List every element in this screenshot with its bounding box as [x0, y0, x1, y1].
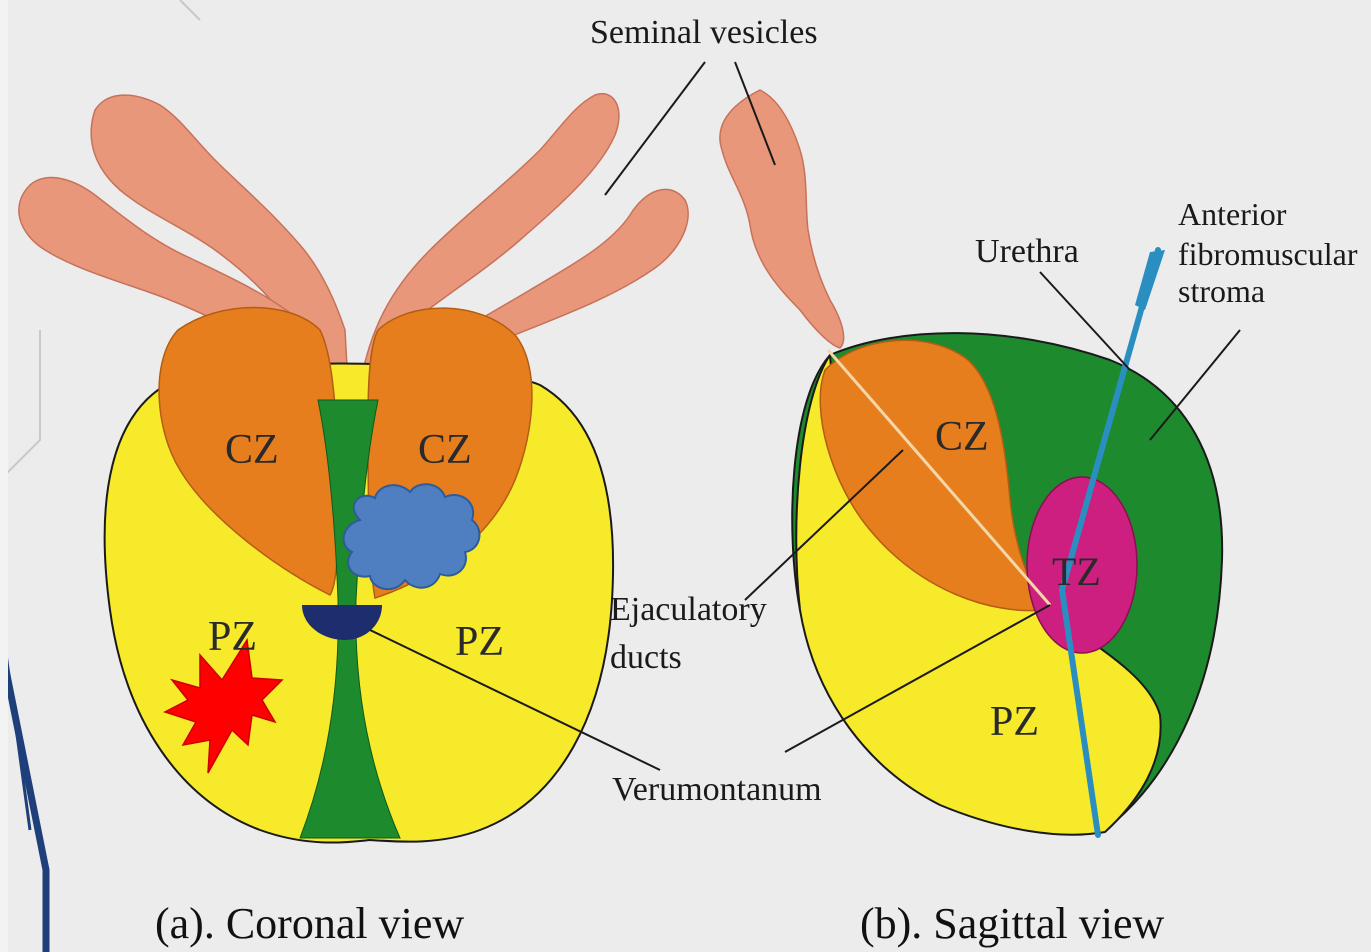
coronal-pz-right-label: PZ: [455, 619, 504, 665]
coronal-cz-left-label: CZ: [225, 427, 279, 473]
sagittal-tz-label: TZ: [1052, 549, 1101, 594]
sagittal-view: CZ TZ PZ (b). Sagittal view: [720, 90, 1222, 948]
coronal-pz-left-label: PZ: [208, 614, 257, 660]
coronal-seminal-vesicles: [19, 94, 688, 395]
coronal-view: CZ CZ PZ PZ (a). Coronal view: [19, 94, 688, 948]
urethra-label: Urethra: [975, 233, 1079, 270]
sagittal-pz-label: PZ: [990, 699, 1039, 745]
verumontanum-label: Verumontanum: [612, 771, 822, 808]
anterior-label-line1: Anterior: [1178, 196, 1287, 232]
coronal-cz-right-label: CZ: [418, 427, 472, 473]
sagittal-cz-label: CZ: [935, 414, 989, 460]
ejaculatory-label-line2: ducts: [610, 639, 682, 676]
sagittal-caption: (b). Sagittal view: [860, 899, 1164, 948]
anterior-label-line2: fibromuscular: [1178, 236, 1358, 272]
coronal-caption: (a). Coronal view: [155, 899, 464, 948]
anterior-label-line3: stroma: [1178, 273, 1265, 309]
sagittal-seminal-vesicle: [720, 90, 844, 348]
ejaculatory-label-line1: Ejaculatory: [610, 591, 767, 628]
seminal-vesicles-label: Seminal vesicles: [590, 14, 818, 51]
